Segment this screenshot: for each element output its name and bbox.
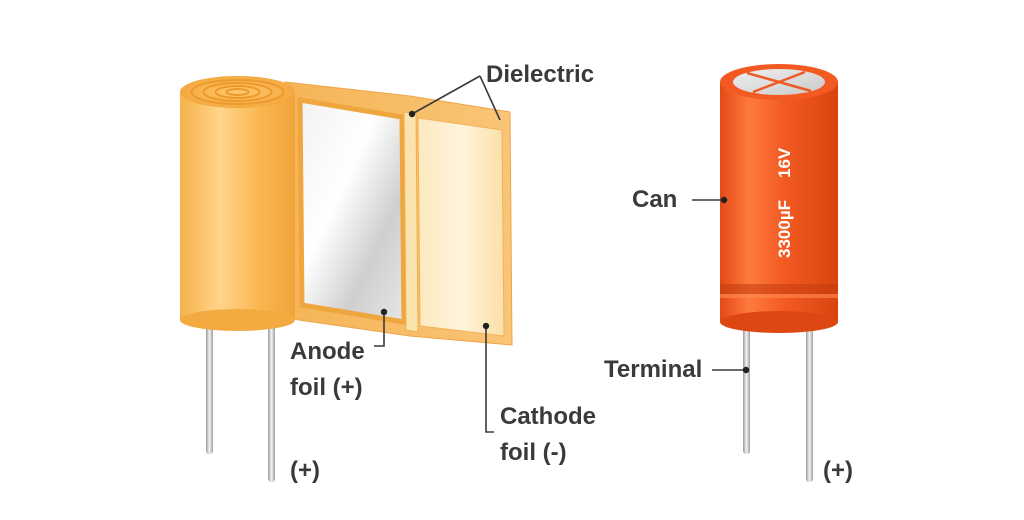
anode-label-line1: Anode: [290, 338, 365, 365]
roll-top: [180, 76, 295, 108]
right-leader-lines: [692, 196, 750, 374]
dielectric-label: Dielectric: [486, 61, 594, 88]
cathode-foil: [417, 117, 505, 337]
positive-label-right: (+): [823, 457, 853, 484]
can-groove: [720, 284, 838, 294]
terminal-lead-right: [806, 322, 813, 482]
positive-label-left: (+): [290, 457, 320, 484]
left-leader-lines: [374, 75, 501, 433]
can-bottom: [720, 311, 838, 333]
cathode-label-line2: foil (-): [500, 439, 567, 466]
can-label: Can: [632, 186, 677, 213]
roll-spiral-icon: [190, 79, 285, 105]
voltage-marking: 16V: [775, 147, 794, 178]
roll-bottom: [180, 309, 295, 331]
left-lead-2: [268, 318, 275, 482]
capacitance-marking: 3300µF: [775, 200, 794, 258]
electrolytic-capacitor-illustration: 3300µF 16V: [720, 64, 838, 482]
terminal-label: Terminal: [604, 356, 702, 383]
vent-cross-icon: [746, 70, 812, 94]
left-lead-1: [206, 318, 213, 454]
anode-label-line2: foil (+): [290, 374, 363, 401]
can-body: [720, 82, 838, 322]
roll-cylinder: [180, 92, 295, 320]
wound-capacitor-illustration: [180, 76, 513, 482]
dielectric-strip: [403, 111, 419, 333]
can-groove-highlight: [720, 294, 838, 298]
anode-foil: [297, 97, 407, 325]
can-marking: 3300µF 16V: [775, 147, 794, 258]
cathode-label-line1: Cathode: [500, 403, 596, 430]
terminal-lead-left: [743, 322, 750, 454]
